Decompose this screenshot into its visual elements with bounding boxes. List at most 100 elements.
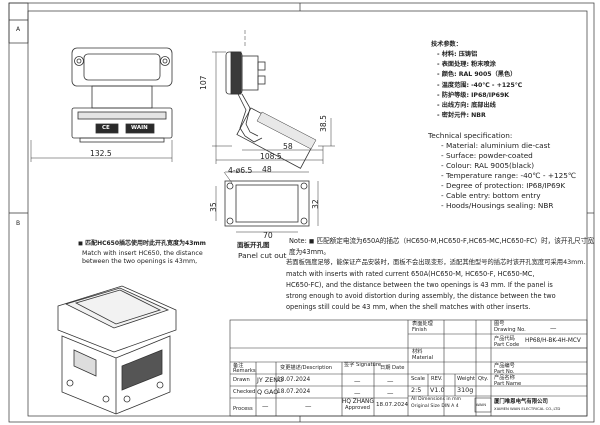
dim-depth-38: 38.5 xyxy=(319,115,328,132)
part-code-label-cn: 产品代码 xyxy=(494,336,515,342)
company-logo-box xyxy=(474,397,492,413)
tech-spec-title: Technical specification: xyxy=(428,131,513,140)
dim-32: 32 xyxy=(311,199,320,209)
spec-en-item: - Surface: powder-coated xyxy=(441,151,533,160)
checked-dash: — xyxy=(354,389,361,397)
waain-label: WAIN xyxy=(131,124,148,131)
finish-label-cn: 表面处理 xyxy=(412,321,433,327)
note-line: openings still could be 43 mm, when the … xyxy=(286,303,531,311)
signature-label: 签字 Signature xyxy=(344,362,382,368)
drawn-dash-2: — xyxy=(387,377,394,385)
note-line: match with inserts with rated current 65… xyxy=(286,270,535,278)
weight-value: 310g xyxy=(457,386,474,394)
approved-date: 18.07.2024 xyxy=(376,402,409,408)
remarks-label-cn: 备注 xyxy=(233,363,244,369)
spec-cn-item: - 密封元件: NBR xyxy=(437,112,486,119)
part-no-label: Part No. xyxy=(494,369,515,375)
drawn-date: 18.07.2024 xyxy=(277,377,311,383)
spec-en-item: - Temperature range: -40℃ - +125℃ xyxy=(441,171,577,180)
drawing-no-value: — xyxy=(550,324,557,332)
insert-note-line1: Match with insert HC650, the distance xyxy=(82,250,203,257)
dimension-note-1: All Dimensions in mm xyxy=(411,397,462,402)
spec-en-item: - Colour: RAL 9005(black) xyxy=(441,161,535,170)
dim-70: 70 xyxy=(263,231,273,240)
description-label: 变更描述/Description xyxy=(280,365,333,371)
qty-label: Qty. xyxy=(478,376,489,382)
spec-cn-item: - 防护等级: IP68/IP69K xyxy=(437,92,510,99)
spec-cn-item: - 材料: 压铸铝 xyxy=(437,51,478,58)
part-code-label: Part Code xyxy=(494,342,520,348)
tech-spec-title-cn: 技术参数： xyxy=(431,41,462,48)
front-view xyxy=(30,47,173,162)
dim-58: 58 xyxy=(283,142,293,151)
remarks-label: Remarks xyxy=(233,368,256,374)
title-block xyxy=(229,319,588,417)
panel-cutout-title: Panel cut out xyxy=(238,251,287,260)
dim-48: 48 xyxy=(262,165,272,174)
rev-label: REV. xyxy=(431,376,443,382)
checked-dash-2: — xyxy=(387,389,394,397)
rev-value: V1.0 xyxy=(430,386,445,394)
spec-en-item: - Hoods/Housings sealing: NBR xyxy=(441,201,554,210)
spec-cn-item: - 温度范围: -40℃ - +125℃ xyxy=(437,82,523,89)
company-name-cn: 厦门唯恩电气有限公司 xyxy=(494,399,548,405)
part-name-label: Part Name xyxy=(494,381,522,387)
note-line: 若面板强度足够，能保证产品安装时，面板不会出现变形，适配其他型号的插芯时该开孔宽… xyxy=(286,259,586,266)
ce-label: CE xyxy=(102,124,110,131)
isometric-view xyxy=(57,285,177,415)
binding-strip-top xyxy=(8,2,29,44)
weight-label: Weight xyxy=(457,376,476,382)
scale-value: 2:5 xyxy=(411,386,422,394)
dim-35: 35 xyxy=(209,202,218,212)
frame-index-a: A xyxy=(16,26,21,33)
ce-label-plate xyxy=(95,123,119,134)
spec-en-item: - Cable entry: bottom entry xyxy=(441,191,541,200)
process-dash-2: — xyxy=(305,402,312,410)
note-line: 度为43mm。 xyxy=(289,248,331,256)
panel-cutout-view xyxy=(215,171,319,233)
approved-by: HQ ZHANG xyxy=(342,399,374,405)
process-dash: — xyxy=(262,402,269,410)
note-line: strong enough to avoid distortion during… xyxy=(286,292,556,300)
insert-note-cn: ◼ 匹配HC650插芯使用时此开孔宽度为43mm xyxy=(78,240,206,247)
spec-cn-item: - 出线方向: 底部出线 xyxy=(437,102,496,109)
drawing-no-label-cn: 图号 xyxy=(494,321,505,327)
spec-cn-item: - 颜色: RAL 9005（黑色） xyxy=(437,71,517,78)
scale-label: Scale xyxy=(411,376,425,382)
company-name: XIAMEN WAIN ELECTRICAL CO.,LTD xyxy=(494,406,561,411)
approved-label: Approved xyxy=(345,405,370,411)
dim-height: 107 xyxy=(199,75,208,91)
part-no-label-cn: 产品编号 xyxy=(494,363,515,369)
checked-label: Checked xyxy=(233,389,256,395)
company-logo-text: WAIN xyxy=(476,402,487,407)
finish-label: Finish xyxy=(412,327,427,333)
material-label-cn: 材料 xyxy=(412,349,423,355)
drawn-dash: — xyxy=(354,377,361,385)
dim-width: 132.5 xyxy=(90,149,112,158)
part-name-label-cn: 产品名称 xyxy=(494,375,515,381)
waain-label-plate xyxy=(125,123,155,134)
spec-en-item: - Material: aluminium die-cast xyxy=(441,141,551,150)
outer-frame-line xyxy=(8,2,595,423)
checked-date: 18.07.2024 xyxy=(277,389,311,395)
note-line: Note: ◼ 匹配额定电流为650A的插芯（HC650-M,HC650-F,H… xyxy=(289,237,594,245)
frame-index-b: B xyxy=(16,220,21,227)
note-line: HC650-FC), and the distance between the … xyxy=(286,281,553,289)
process-label: Process xyxy=(233,406,253,412)
date-label: 日期 Date xyxy=(380,365,405,371)
insert-note-line2: between the two openings is 43mm, xyxy=(82,258,198,265)
material-label: Material xyxy=(412,355,434,361)
drawn-by: JY ZENG xyxy=(257,376,283,384)
drawing-no-label: Drawing No. xyxy=(494,327,526,333)
panel-cutout-title-cn: 面板开孔图 xyxy=(237,241,270,249)
dim-108: 108.5 xyxy=(260,152,282,161)
iso-label-plate xyxy=(121,349,163,391)
dim-hole: 4-ø6.5 xyxy=(228,166,253,175)
checked-by: Q GAO xyxy=(257,388,279,396)
side-view xyxy=(212,30,335,169)
spec-en-item: - Degree of protection: IP68/IP69K xyxy=(441,181,566,190)
spec-cn-item: - 表面处理: 粉末喷涂 xyxy=(437,61,496,68)
drawn-label: Drawn xyxy=(233,377,250,383)
